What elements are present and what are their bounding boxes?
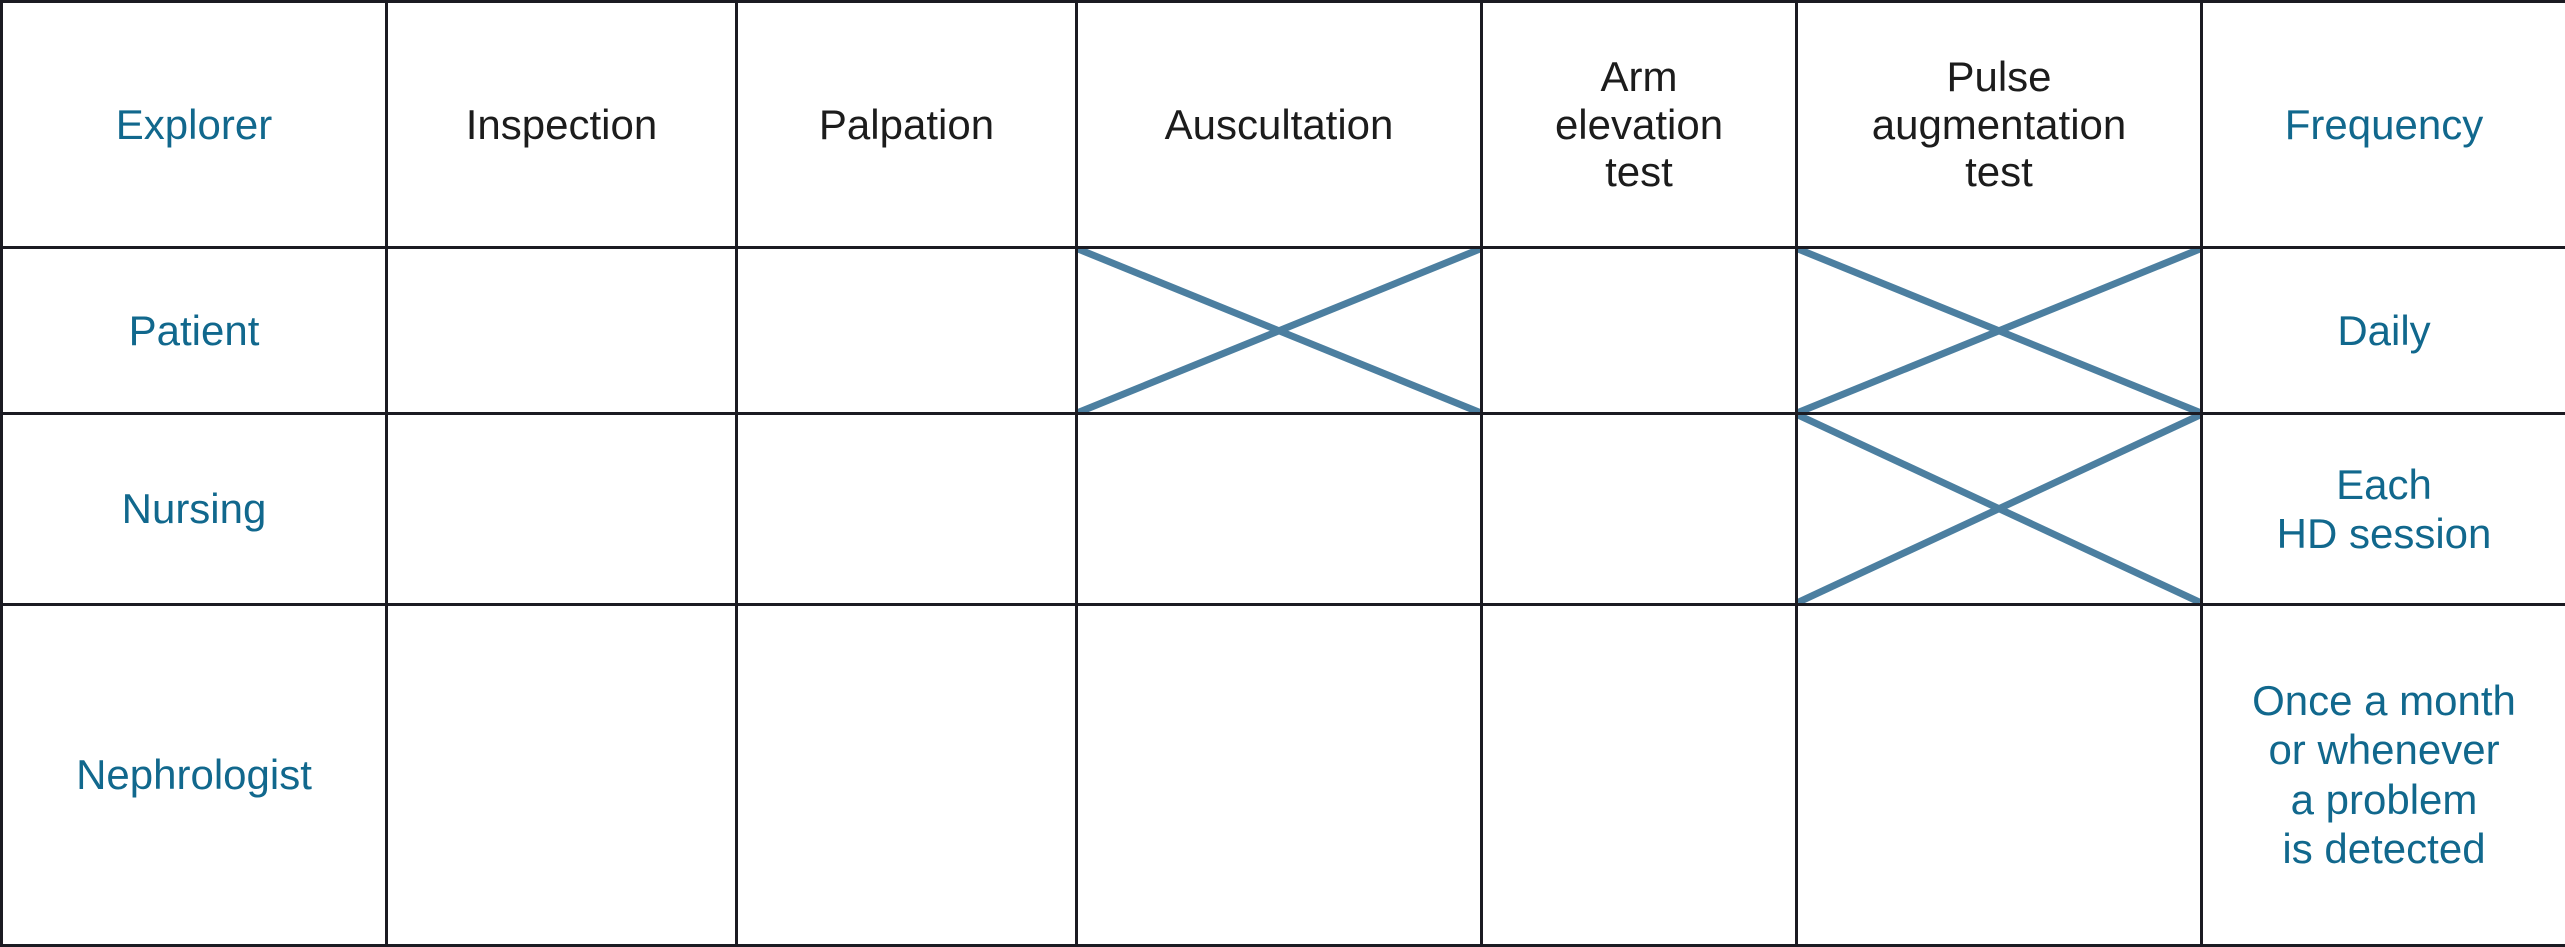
not-applicable-x-icon (1078, 249, 1480, 413)
cell-patient-palpation (735, 245, 1078, 416)
table-row: Patient Daily (0, 245, 2565, 416)
cell-nephrologist-inspection (385, 602, 738, 947)
column-header-pulse-augmentation-test-label: Pulse augmentation test (1871, 52, 2127, 196)
table-header-row: Explorer Inspection Palpation Auscultati… (0, 0, 2565, 249)
cell-nursing-palpation (735, 412, 1078, 606)
column-header-palpation: Palpation (735, 0, 1078, 249)
column-header-pulse-augmentation-test: Pulse augmentation test (1795, 0, 2203, 249)
cell-nursing-auscultation (1075, 412, 1483, 606)
cell-patient-pulse-augmentation-test (1795, 245, 2203, 416)
cell-nephrologist-palpation (735, 602, 1078, 947)
column-header-arm-elevation-test: Arm elevation test (1480, 0, 1798, 249)
row-label-patient: Patient (0, 245, 388, 416)
column-header-palpation-label: Palpation (818, 100, 995, 148)
row-label-nursing-text: Nursing (121, 485, 267, 533)
not-applicable-x-icon (1798, 249, 2200, 413)
row-label-nursing: Nursing (0, 412, 388, 606)
column-header-frequency-label: Frequency (2284, 100, 2484, 148)
column-header-explorer: Explorer (0, 0, 388, 249)
cell-nephrologist-frequency: Once a month or whenever a problem is de… (2200, 602, 2565, 947)
column-header-auscultation-label: Auscultation (1164, 100, 1394, 148)
column-header-auscultation: Auscultation (1075, 0, 1483, 249)
cell-nephrologist-frequency-text: Once a month or whenever a problem is de… (2252, 676, 2516, 873)
row-label-nephrologist-text: Nephrologist (76, 750, 312, 798)
column-header-inspection-label: Inspection (465, 100, 658, 148)
cell-nephrologist-pulse-augmentation-test (1795, 602, 2203, 947)
cell-nursing-pulse-augmentation-test (1795, 412, 2203, 606)
cell-patient-frequency-text: Daily (2337, 306, 2431, 354)
cell-nephrologist-auscultation (1075, 602, 1483, 947)
cell-nursing-frequency: Each HD session (2200, 412, 2565, 606)
cell-patient-frequency: Daily (2200, 245, 2565, 416)
column-header-inspection: Inspection (385, 0, 738, 249)
column-header-explorer-label: Explorer (115, 100, 273, 148)
cell-patient-auscultation (1075, 245, 1483, 416)
cell-nursing-arm-elevation-test (1480, 412, 1798, 606)
row-label-patient-text: Patient (128, 306, 260, 354)
cell-patient-inspection (385, 245, 738, 416)
cell-nephrologist-arm-elevation-test (1480, 602, 1798, 947)
table-row: Nursing Each HD session (0, 412, 2565, 606)
cell-patient-arm-elevation-test (1480, 245, 1798, 416)
cell-nursing-frequency-text: Each HD session (2276, 460, 2492, 558)
row-label-nephrologist: Nephrologist (0, 602, 388, 947)
not-applicable-x-icon (1798, 415, 2200, 602)
column-header-arm-elevation-test-label: Arm elevation test (1554, 52, 1724, 196)
column-header-frequency: Frequency (2200, 0, 2565, 249)
table-row: Nephrologist Once a month or whenever a … (0, 602, 2565, 947)
cell-nursing-inspection (385, 412, 738, 606)
